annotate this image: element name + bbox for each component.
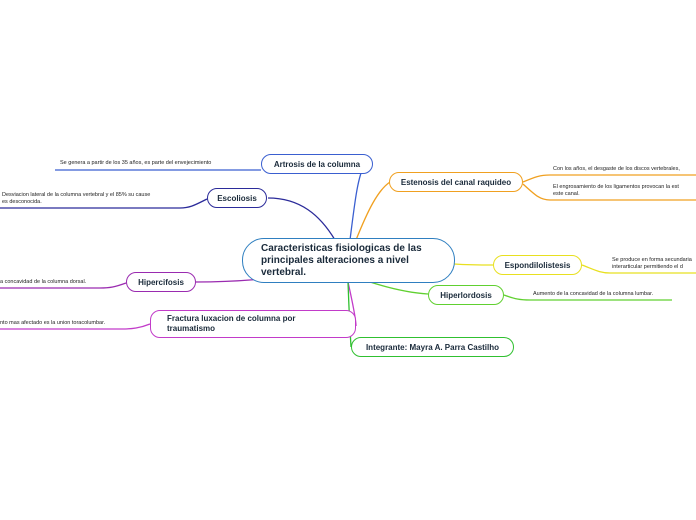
node-estenosis[interactable]: Estenosis del canal raquideo bbox=[389, 172, 523, 192]
connector-escoliosis bbox=[267, 197, 336, 241]
node-espondilolistesis-label: Espondilolistesis bbox=[504, 260, 571, 270]
underline-escoliosis bbox=[0, 198, 208, 209]
note-hiperlordosis: Aumento de la concavidad de la columna l… bbox=[533, 291, 654, 297]
node-hiperlordosis[interactable]: Hiperlordosis bbox=[428, 285, 504, 305]
underline-hiperlordosis bbox=[503, 294, 672, 301]
underline-estenosis-2 bbox=[522, 183, 696, 201]
note-fractura: nto mas afectado es la union toracolumba… bbox=[0, 320, 106, 326]
note-espondilolistesis-1: Se produce en forma secundaria bbox=[612, 257, 692, 263]
node-hipercifosis-label: Hipercifosis bbox=[138, 277, 184, 287]
note-estenosis-2: El engrosamiento de los ligamentos provo… bbox=[553, 184, 679, 190]
note-artrosis: Se genera a partir de los 35 años, es pa… bbox=[60, 160, 212, 166]
note-estenosis-1: Con los años, el desgaste de los discos … bbox=[553, 166, 680, 172]
node-artrosis-label: Artrosis de la columna bbox=[273, 159, 361, 169]
note-espondilolistesis-2: interarticular permitiendo el d bbox=[612, 264, 683, 270]
underline-estenosis-1 bbox=[522, 174, 696, 183]
connector-hiperlordosis bbox=[369, 281, 429, 295]
node-artrosis[interactable]: Artrosis de la columna bbox=[261, 154, 373, 174]
node-espondilolistesis[interactable]: Espondilolistesis bbox=[493, 255, 582, 275]
node-hipercifosis[interactable]: Hipercifosis bbox=[126, 272, 196, 292]
node-integrante-label: Integrante: Mayra A. Parra Castilho bbox=[365, 342, 500, 352]
underline-hipercifosis bbox=[0, 282, 127, 289]
node-estenosis-label: Estenosis del canal raquideo bbox=[400, 177, 512, 187]
underline-espondilolistesis bbox=[581, 264, 696, 274]
note-estenosis-3: este canal. bbox=[553, 191, 580, 197]
connector-estenosis bbox=[355, 181, 391, 241]
node-fractura-label: Fractura luxacion de columna por traumat… bbox=[167, 314, 296, 333]
connector-artrosis bbox=[349, 163, 366, 241]
note-escoliosis-2: es desconocida. bbox=[2, 199, 42, 205]
node-integrante[interactable]: Integrante: Mayra A. Parra Castilho bbox=[351, 337, 514, 357]
note-hipercifosis: a concavidad de la columna dorsal. bbox=[0, 279, 87, 285]
node-hiperlordosis-label: Hiperlordosis bbox=[440, 290, 492, 300]
note-escoliosis-1: Desviacion lateral de la columna vertebr… bbox=[2, 192, 151, 198]
underline-fractura bbox=[0, 323, 151, 330]
connector-espondilolistesis bbox=[453, 263, 494, 266]
node-escoliosis[interactable]: Escoliosis bbox=[207, 188, 267, 208]
node-fractura[interactable]: Fractura luxacion de columna por traumat… bbox=[150, 310, 356, 338]
central-topic-label: Caracteristicas fisiologicas de las prin… bbox=[261, 242, 422, 278]
node-escoliosis-label: Escoliosis bbox=[217, 193, 257, 203]
central-topic[interactable]: Caracteristicas fisiologicas de las prin… bbox=[242, 238, 455, 283]
